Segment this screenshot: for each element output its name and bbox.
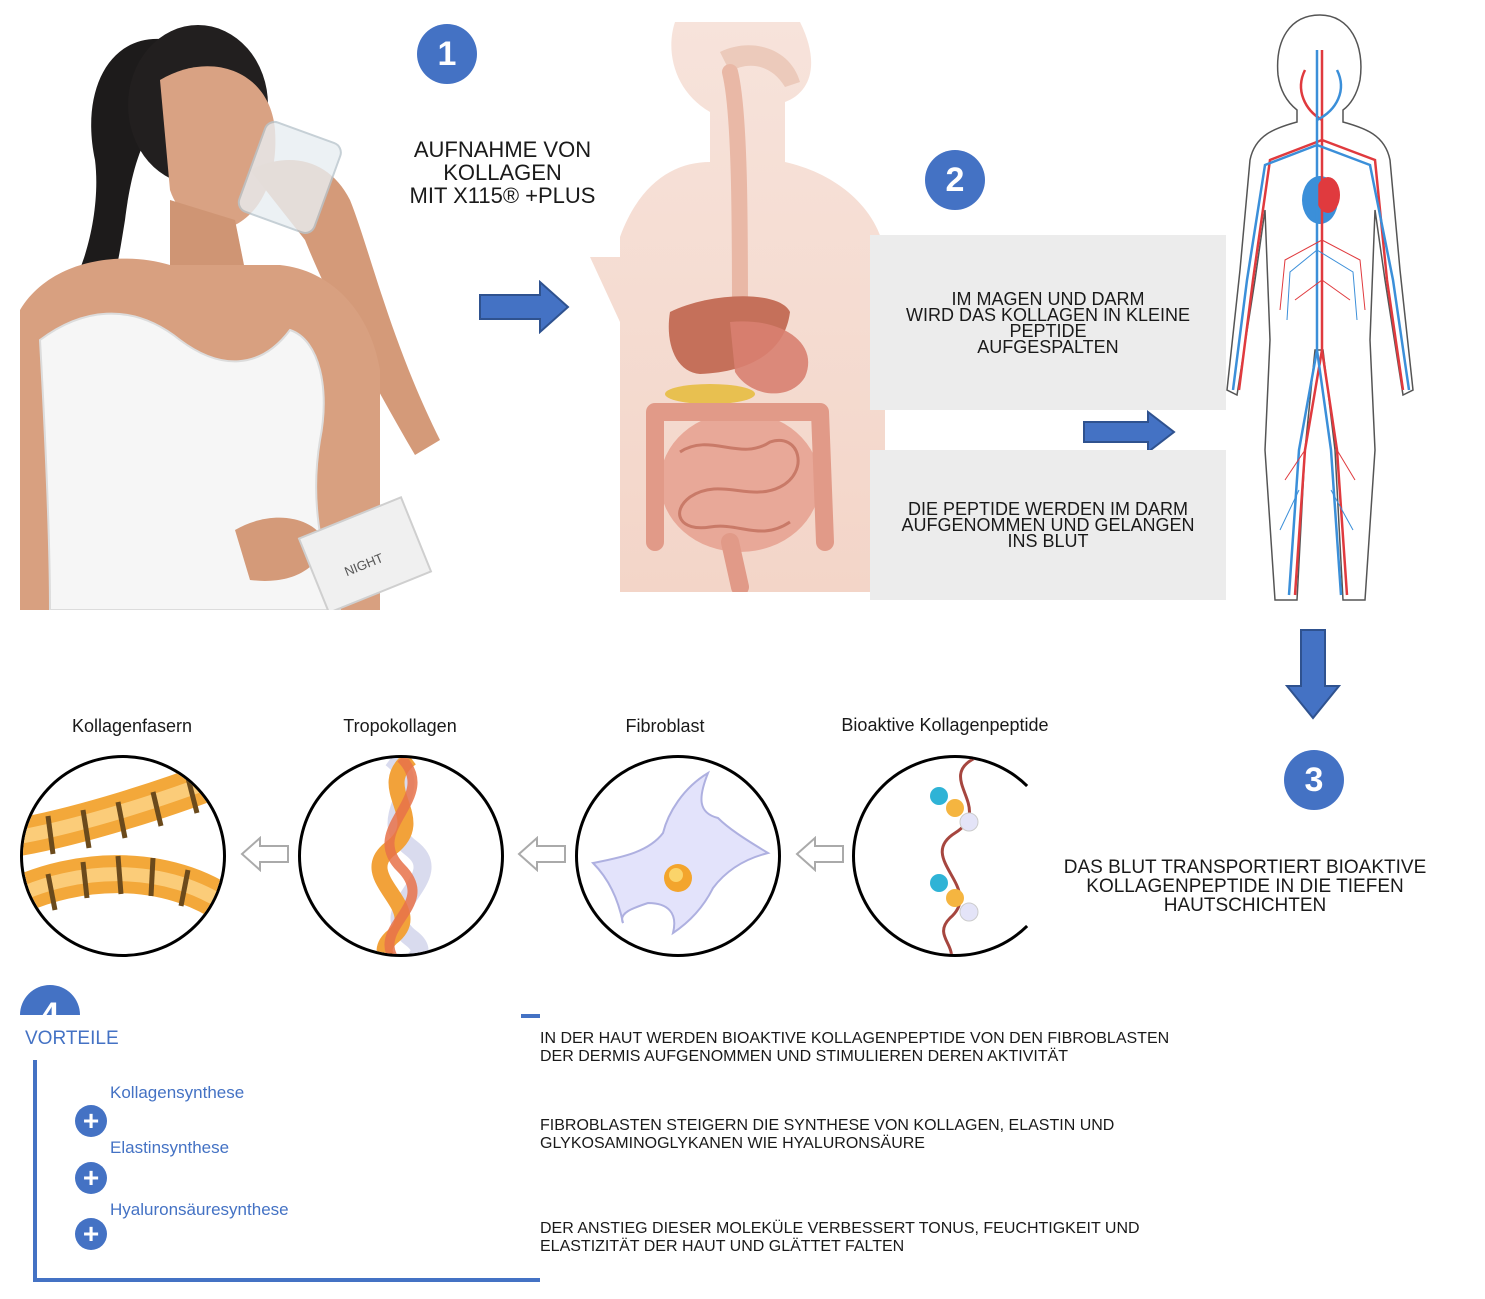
- step-2-number: 2: [945, 161, 965, 199]
- step-2-box-a-line: IM MAGEN UND DARM: [951, 288, 1145, 309]
- step-4-line: ELASTIZITÄT DER HAUT UND GLÄTTET FALTEN: [540, 1238, 905, 1255]
- plus-icon: +: [75, 1162, 107, 1194]
- vorteile-title-backdrop: [15, 1015, 125, 1045]
- step-4-line: DER DERMIS AUFGENOMMEN UND STIMULIEREN D…: [540, 1048, 1069, 1065]
- arrow-right-icon: [478, 279, 570, 339]
- step-3-line: KOLLAGENPEPTIDE IN DIE TIEFEN: [1086, 876, 1404, 897]
- vorteile-title: VORTEILE: [25, 1028, 119, 1049]
- vorteile-bracket-vertical: [33, 1060, 37, 1282]
- step-4-line: IN DER HAUT WERDEN BIOAKTIVE KOLLAGENPEP…: [540, 1030, 1170, 1047]
- step-2-box-b-line: AUFGENOMMEN UND GELANGEN: [901, 515, 1195, 535]
- plus-icon: +: [75, 1218, 107, 1250]
- step-1-badge: 1: [417, 24, 477, 84]
- digestive-system-illustration: [580, 22, 885, 596]
- step-2-box-a-line: AUFGESPALTEN: [977, 336, 1119, 357]
- plus-icon: +: [75, 1105, 107, 1137]
- step-4-line: FIBROBLASTEN STEIGERN DIE SYNTHESE VON K…: [540, 1117, 1115, 1134]
- step-3-badge: 3: [1284, 750, 1344, 810]
- label-bioaktive-kollagenpeptide: Bioaktive Kollagenpeptide: [841, 715, 1049, 735]
- step-1-number: 1: [437, 35, 457, 73]
- label-fibroblast: Fibroblast: [625, 716, 705, 736]
- benefit-hyaluronsaeuresynthese: Hyaluronsäuresynthese: [110, 1200, 289, 1219]
- step-2-info-box-absorption: DIE PEPTIDE WERDEN IM DARM AUFGENOMMEN U…: [870, 450, 1226, 600]
- step-2-box-b-line: INS BLUT: [1007, 531, 1089, 551]
- arrow-left-outline-icon: [240, 835, 290, 877]
- collagen-peptides-circle: [852, 755, 1058, 957]
- step-3-text: DAS BLUT TRANSPORTIERT BIOAKTIVE KOLLAGE…: [1050, 858, 1440, 915]
- arrow-left-outline-icon: [795, 835, 845, 877]
- arrow-right-icon: [1082, 409, 1176, 459]
- tropocollagen-circle: [298, 755, 504, 957]
- benefit-elastinsynthese: Elastinsynthese: [110, 1138, 230, 1157]
- step-1-line: KOLLAGEN: [443, 160, 562, 185]
- step-1-line: AUFNAHME VON: [413, 137, 592, 162]
- circulatory-system-illustration: [1225, 10, 1415, 602]
- label-kollagenfasern: Kollagenfasern: [71, 716, 193, 736]
- step-2-box-a-line: PEPTIDE: [1009, 320, 1087, 341]
- step-2-badge: 2: [925, 150, 985, 210]
- benefit-kollagensynthese: Kollagensynthese: [110, 1083, 245, 1102]
- woman-drinking-illustration: NIGHT: [20, 10, 450, 614]
- step-4-paragraph: FIBROBLASTEN STEIGERN DIE SYNTHESE VON K…: [540, 1117, 1240, 1153]
- step-4-accent-bar: [521, 1014, 540, 1018]
- step-4-line: DER ANSTIEG DIESER MOLEKÜLE VERBESSERT T…: [540, 1220, 1140, 1237]
- label-tropokollagen: Tropokollagen: [343, 716, 457, 736]
- step-2-box-a-line: WIRD DAS KOLLAGEN IN KLEINE: [905, 304, 1191, 325]
- step-4-paragraph: DER ANSTIEG DIESER MOLEKÜLE VERBESSERT T…: [540, 1220, 1240, 1256]
- step-3-number: 3: [1304, 761, 1324, 799]
- step-2-box-b-line: DIE PEPTIDE WERDEN IM DARM: [907, 499, 1189, 519]
- step-4-line: GLYKOSAMINOGLYKANEN WIE HYALURONSÄURE: [540, 1135, 925, 1152]
- step-4-paragraph: IN DER HAUT WERDEN BIOAKTIVE KOLLAGENPEP…: [540, 1030, 1240, 1066]
- step-2-info-box-digestion: IM MAGEN UND DARM WIRD DAS KOLLAGEN IN K…: [870, 235, 1226, 410]
- step-3-line: HAUTSCHICHTEN: [1163, 895, 1327, 916]
- arrow-down-icon: [1284, 628, 1342, 725]
- arrow-left-outline-icon: [517, 835, 567, 877]
- collagen-fibers-circle: [20, 755, 226, 957]
- step-1-line: MIT X115® +PLUS: [409, 183, 596, 208]
- step-1-text: AUFNAHME VON KOLLAGEN MIT X115® +PLUS: [380, 138, 625, 207]
- vorteile-bracket-horizontal: [33, 1278, 540, 1282]
- fibroblast-circle: [575, 755, 781, 957]
- step-3-line: DAS BLUT TRANSPORTIERT BIOAKTIVE: [1063, 857, 1427, 878]
